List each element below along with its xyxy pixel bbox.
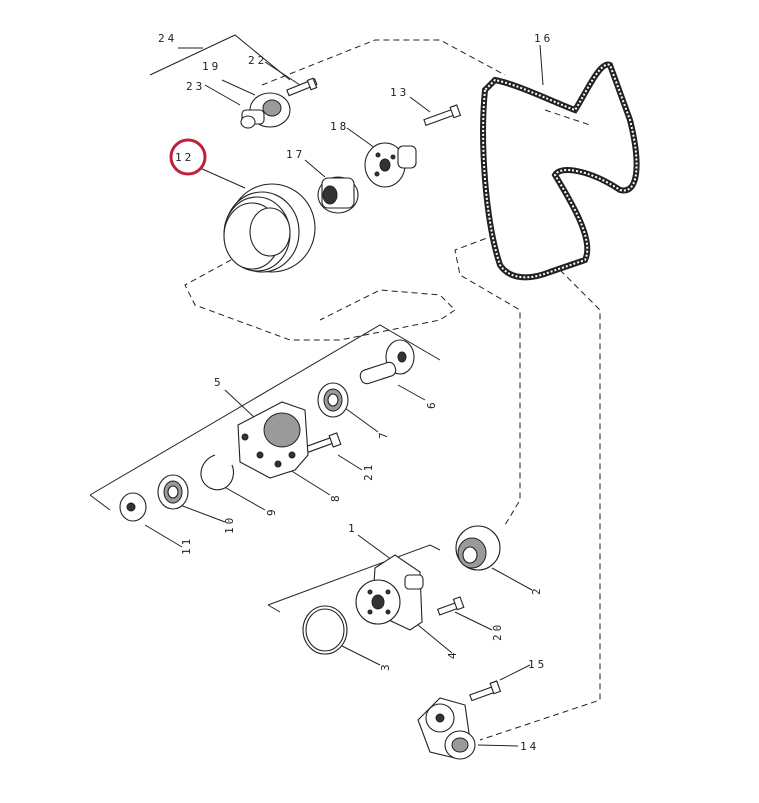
tensioner-housing-8-part	[237, 401, 309, 479]
bolt-20-part	[436, 596, 465, 616]
callout-7: 7	[377, 429, 390, 439]
water-pump-1-part	[355, 554, 424, 631]
callout-3: 3	[379, 661, 392, 671]
highlight-circle	[169, 138, 207, 176]
callout-1: 1	[348, 522, 358, 535]
callout-22: 22	[248, 54, 267, 67]
callout-2: 2	[530, 585, 543, 595]
bearing-10-part	[157, 474, 189, 510]
o-ring-3-part	[302, 605, 348, 655]
bolt-15-part	[469, 680, 502, 702]
crankshaft-pulley-12-part	[223, 183, 316, 273]
snap-ring-9-part	[200, 454, 234, 491]
callout-labels: 1 2 3 4 5 6 7 8 9 10 11 12 13 14 15 16 1…	[158, 32, 553, 753]
coupler-17-part	[317, 176, 359, 214]
group-brackets	[89, 34, 441, 613]
callout-14: 14	[520, 740, 539, 753]
callout-5: 5	[214, 376, 224, 389]
callout-23: 23	[186, 80, 205, 93]
callout-24: 24	[158, 32, 177, 45]
bolt-22-part	[286, 77, 318, 97]
dashed-routing-lines	[184, 39, 601, 741]
callout-20: 20	[491, 622, 504, 641]
drive-belt-16-part	[480, 61, 640, 281]
callout-17: 17	[286, 148, 305, 161]
callout-13: 13	[390, 86, 409, 99]
washer-11-part	[119, 492, 147, 522]
idler-pulley-19-part	[240, 92, 291, 129]
bolt-21-part	[304, 432, 342, 454]
callout-8: 8	[329, 492, 342, 502]
bearing-7-part	[317, 382, 349, 418]
belt-tensioner-14-part	[417, 697, 476, 760]
callout-19: 19	[202, 60, 221, 73]
callout-16: 16	[534, 32, 553, 45]
stub-shaft-6-part	[359, 339, 415, 385]
bolt-13-part	[423, 104, 462, 126]
callout-15: 15	[528, 658, 547, 671]
callout-12: 12	[175, 151, 194, 164]
callout-18: 18	[330, 120, 349, 133]
callout-6: 6	[425, 399, 438, 409]
roller-2-part	[455, 525, 501, 571]
callout-11: 11	[180, 536, 193, 555]
callout-10: 10	[223, 515, 236, 534]
callout-4: 4	[446, 649, 459, 659]
flange-shaft-18-part	[364, 142, 417, 188]
callout-9: 9	[265, 506, 278, 516]
callout-21: 21	[362, 462, 375, 481]
leader-lines	[144, 44, 544, 747]
